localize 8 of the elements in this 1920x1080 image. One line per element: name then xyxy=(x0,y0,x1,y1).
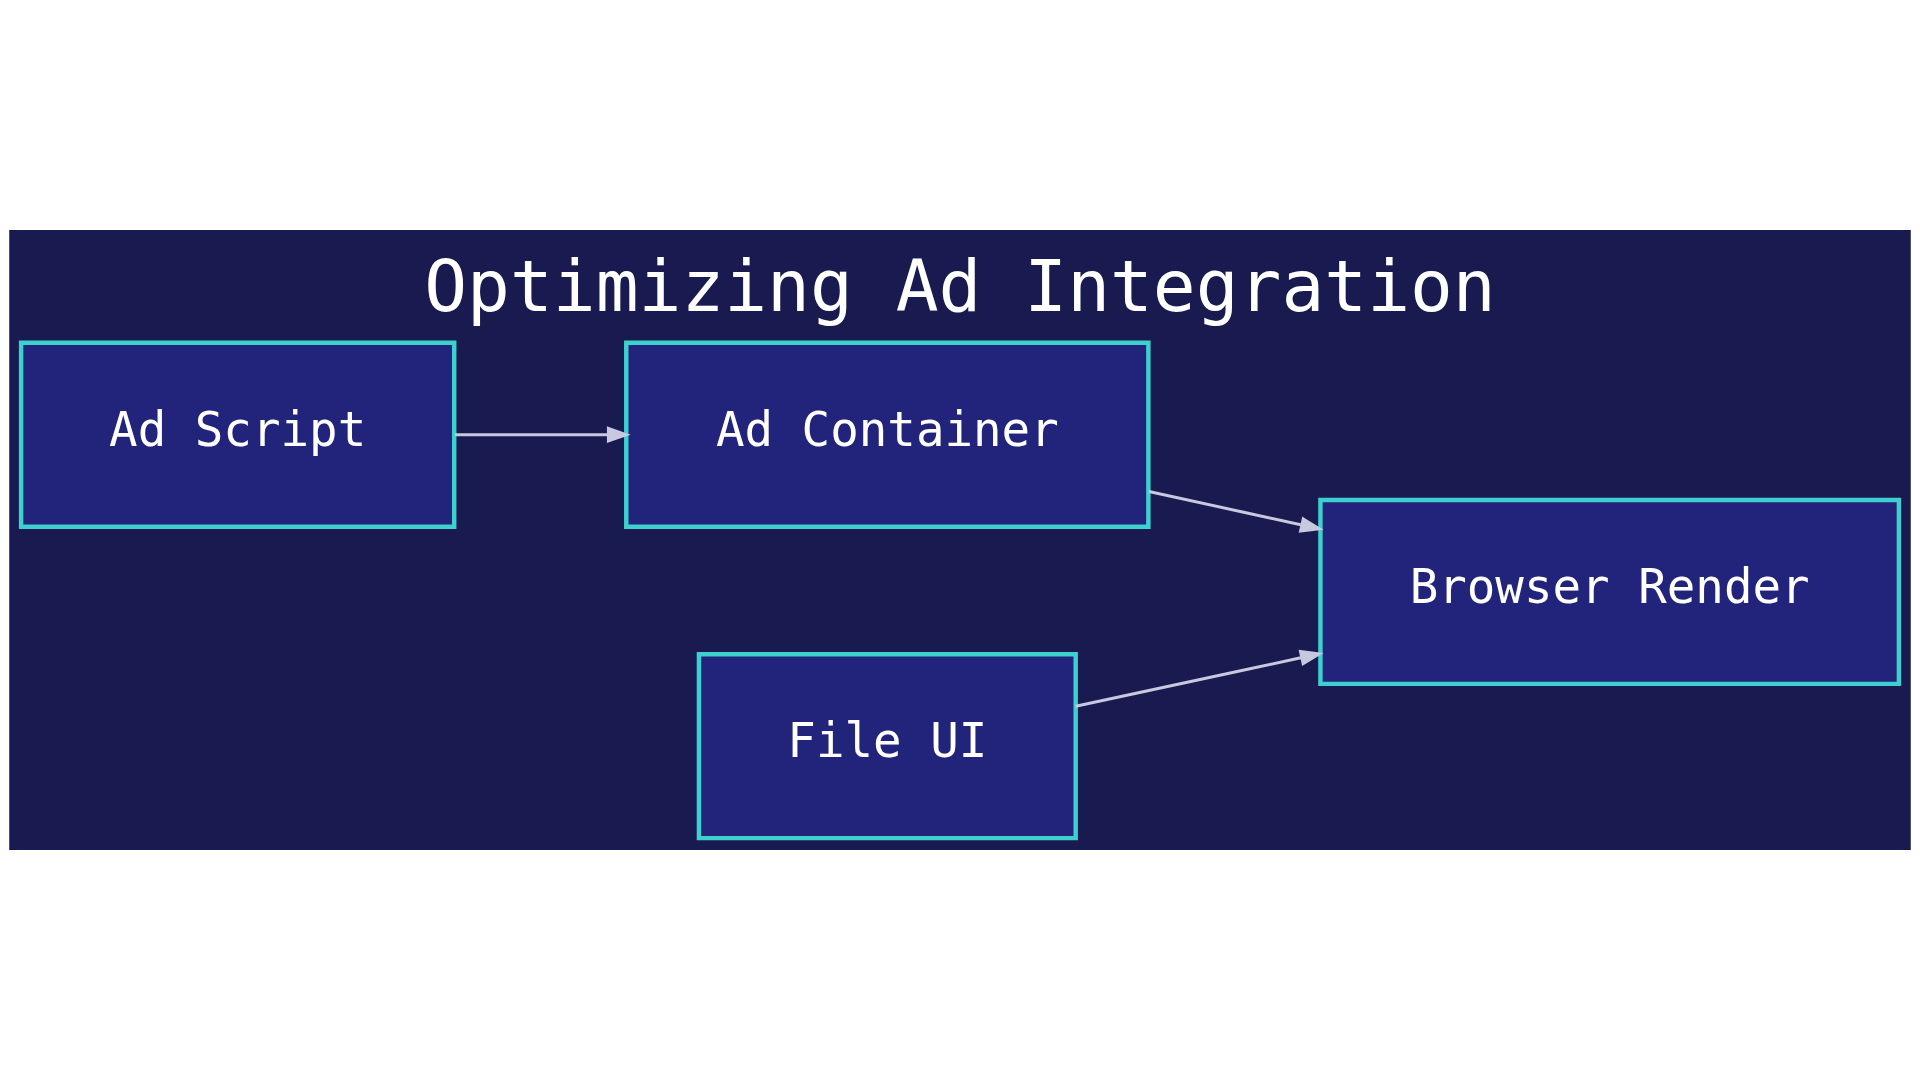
arrow xyxy=(1148,490,1324,533)
arrow xyxy=(455,426,631,443)
node-box: Ad Script xyxy=(18,340,457,529)
node-box: File UI xyxy=(696,652,1078,841)
node-box: Ad Container xyxy=(624,340,1151,529)
arrow xyxy=(1075,649,1324,708)
diagram-title: Optimizing Ad Integration xyxy=(424,244,1496,328)
node-box: Browser Render xyxy=(1318,497,1902,687)
